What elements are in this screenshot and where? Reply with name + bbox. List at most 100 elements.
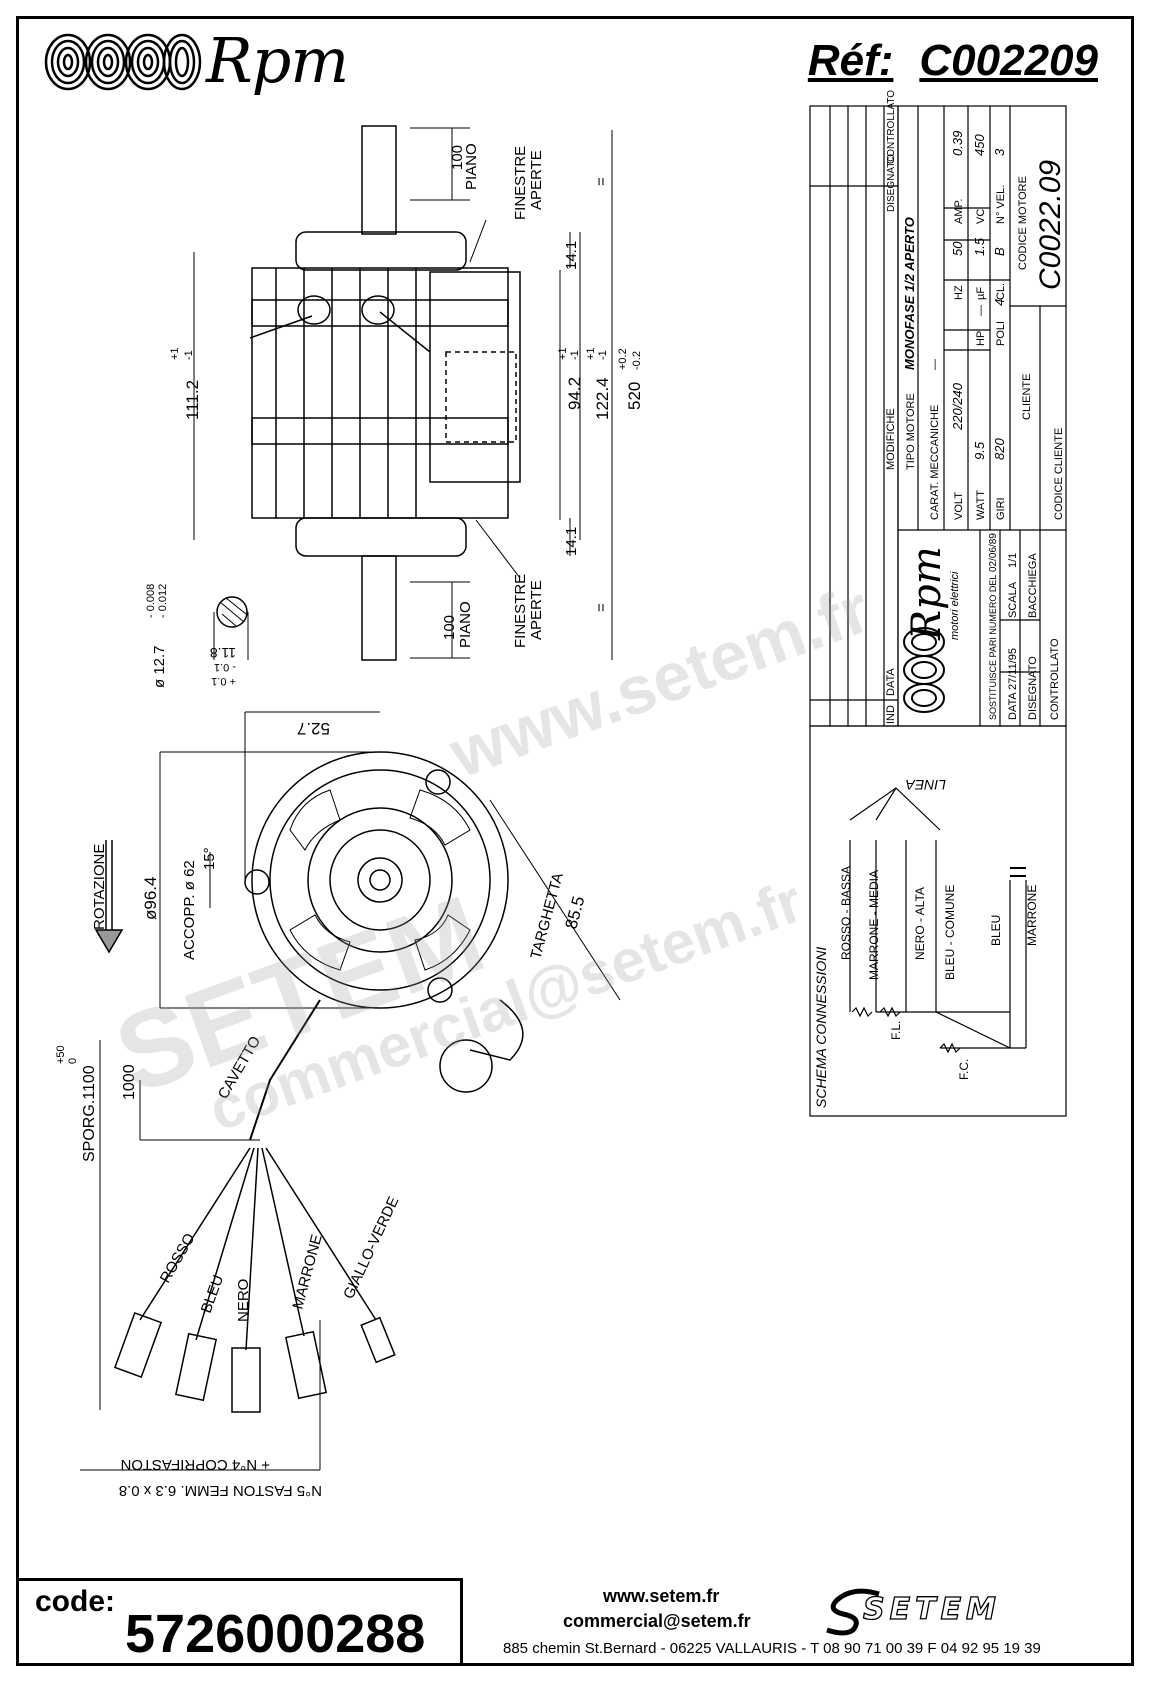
dim-100-top: 100 [449, 145, 466, 170]
poli-value: 4 [992, 299, 1007, 306]
dim-14-top: 14.1 [563, 241, 580, 270]
flat-tol-plus: + 0.1 [211, 675, 236, 687]
title-block-logo-icon [903, 627, 945, 713]
motor-front-view [244, 751, 524, 1141]
watt-label: WATT [975, 490, 987, 520]
codice-cliente-label: CODICE CLIENTE [1053, 428, 1065, 520]
faston-label: N°5 FASTON FEMM. 6.3 x 0.8 [119, 1482, 322, 1499]
dim-520-tol-plus: +0.2 [617, 348, 629, 370]
ref-label: Réf: [807, 36, 894, 85]
hp-label: HP [975, 331, 987, 346]
dim-111-tol-plus: +1 [169, 347, 181, 360]
tipo-motore-label: TIPO MOTORE [905, 393, 917, 470]
data-label: DATA [1007, 692, 1019, 720]
flat-tol-minus: - 0.1 [214, 661, 236, 673]
accopp-label: ACCOPP. ø 62 [181, 860, 198, 960]
carat-label: CARAT. MECCANICHE [929, 405, 941, 520]
wire-rosso: ROSSO [157, 1231, 199, 1286]
schema-title: SCHEMA CONNESSIONI [813, 947, 829, 1108]
code-value: 5726000288 [125, 1604, 426, 1664]
sporg-tol-plus: +50 [55, 1045, 67, 1064]
linea-label: LINEA [906, 777, 946, 793]
top-view-dimensions [193, 127, 613, 660]
sostituisce-label: SOSTITUISCE PARI NUMERO DEL [988, 575, 998, 720]
carat-value: — [929, 359, 941, 370]
volt-label: VOLT [953, 492, 965, 520]
fl-label: F.L. [889, 1021, 903, 1040]
motor-side-view [249, 125, 521, 661]
vc-label: VC [975, 209, 987, 224]
dim-85: 85.5 [562, 894, 589, 931]
amp-label: AMP. [953, 199, 965, 224]
scala-label: SCALA [1007, 581, 1019, 618]
wire-giallo-verde: GIALLO-VERDE [340, 1194, 402, 1302]
schema-wire-marrone: MARRONE - MEDIA [867, 870, 881, 980]
data-value: 27/11/95 [1007, 648, 1019, 690]
vc-value: 450 [972, 134, 987, 156]
data-col-label: DATA [885, 668, 897, 696]
targhetta-label: TARGHETTA [527, 871, 566, 961]
top-view-labels: 100 PIANO FINESTRE APERTE 14.1 111.2 +1 … [169, 143, 644, 648]
wire-bleu: BLEU [198, 1273, 227, 1316]
ind-label: IND [885, 705, 897, 724]
amp-value: 0.39 [950, 131, 965, 156]
footer-brand: SETEM [862, 1591, 1001, 1627]
controllato-label: CONTROLLATO [1049, 638, 1061, 720]
wiring-schema [849, 787, 1027, 1054]
schema-wire-rosso: ROSSO - BASSA [839, 866, 853, 960]
label-piano-bottom: PIANO [457, 601, 474, 648]
dim-520-tol-minus: -0.2 [631, 351, 643, 370]
page-frame [16, 16, 1134, 1666]
uf-value: 1.5 [972, 237, 987, 256]
label-finestre-top: FINESTRE [512, 146, 529, 220]
coprifaston-label: + N°4 COPRIFASTON [120, 1456, 270, 1473]
rotazione-label: ROTAZIONE [91, 844, 108, 930]
dim-111-tol-minus: -1 [183, 350, 195, 360]
cavetto-label: CAVETTO [215, 1033, 264, 1102]
volt-value: 220/240 [950, 382, 965, 431]
sporg-label: SPORG.1100 [81, 1065, 98, 1162]
front-view-labels: 52.7 ø96.4 ACCOPP. ø 62 15° 85.5 TARGHET… [55, 719, 588, 1499]
schema-labels: SCHEMA CONNESSIONI LINEA ROSSO - BASSA M… [813, 777, 1039, 1108]
company-logo-text: Rpm [904, 546, 950, 641]
disegnato-col-label: DISEGNATO [886, 154, 897, 212]
label-aperte-bottom: APERTE [528, 580, 545, 640]
code-box: code: 5726000288 [16, 1578, 463, 1666]
ref-value: C002209 [919, 36, 1098, 85]
title-block-labels: MODIFICHE IND DATA DISEGNATO CONTROLLATO… [885, 90, 1067, 724]
hz-label: HZ [953, 285, 965, 300]
dim-100-bottom: 100 [441, 615, 458, 640]
wire-marrone: MARRONE [289, 1233, 325, 1311]
dim-52: 52.7 [297, 719, 330, 738]
footer-address: 885 chemin St.Bernard - 06225 VALLAURIS … [503, 1640, 1041, 1657]
footer-website[interactable]: www.setem.fr [603, 1586, 720, 1606]
shaft-diameter: ø 12.7 [151, 645, 168, 688]
cliente-label: CLIENTE [1021, 374, 1033, 420]
giri-value: 820 [992, 438, 1007, 460]
hp-value: — [975, 305, 987, 316]
dim-94: 94.2 [565, 377, 584, 410]
watt-value: 9.5 [972, 441, 987, 460]
vel-value: 3 [992, 148, 1007, 156]
footer-email[interactable]: commercial@setem.fr [563, 1611, 751, 1631]
wire-harness [113, 1147, 396, 1413]
schema-wire-marrone-2: MARRONE [1025, 885, 1039, 946]
modifiche-label: MODIFICHE [885, 408, 897, 470]
dim-122-tol-plus: +1 [585, 347, 597, 360]
label-aperte-top: APERTE [528, 150, 545, 210]
dim-96: ø96.4 [141, 877, 160, 920]
schema-wire-nero: NERO - ALTA [913, 887, 927, 960]
sporg-tol-zero: 0 [67, 1058, 79, 1064]
fc-label: F.C. [957, 1059, 971, 1080]
setem-swoosh-icon [826, 1588, 880, 1636]
uf-label: µF [975, 287, 987, 300]
rotation-arrow-icon [94, 840, 124, 954]
giri-label: GIRI [995, 497, 1007, 520]
dim-14-bottom: 14.1 [563, 527, 580, 556]
angle-15: 15° [201, 847, 218, 870]
label-piano-top: PIANO [463, 143, 480, 190]
equal-sign-top: = [593, 177, 610, 186]
scala-value: 1/1 [1007, 553, 1019, 568]
label-finestre-bottom: FINESTRE [512, 574, 529, 648]
